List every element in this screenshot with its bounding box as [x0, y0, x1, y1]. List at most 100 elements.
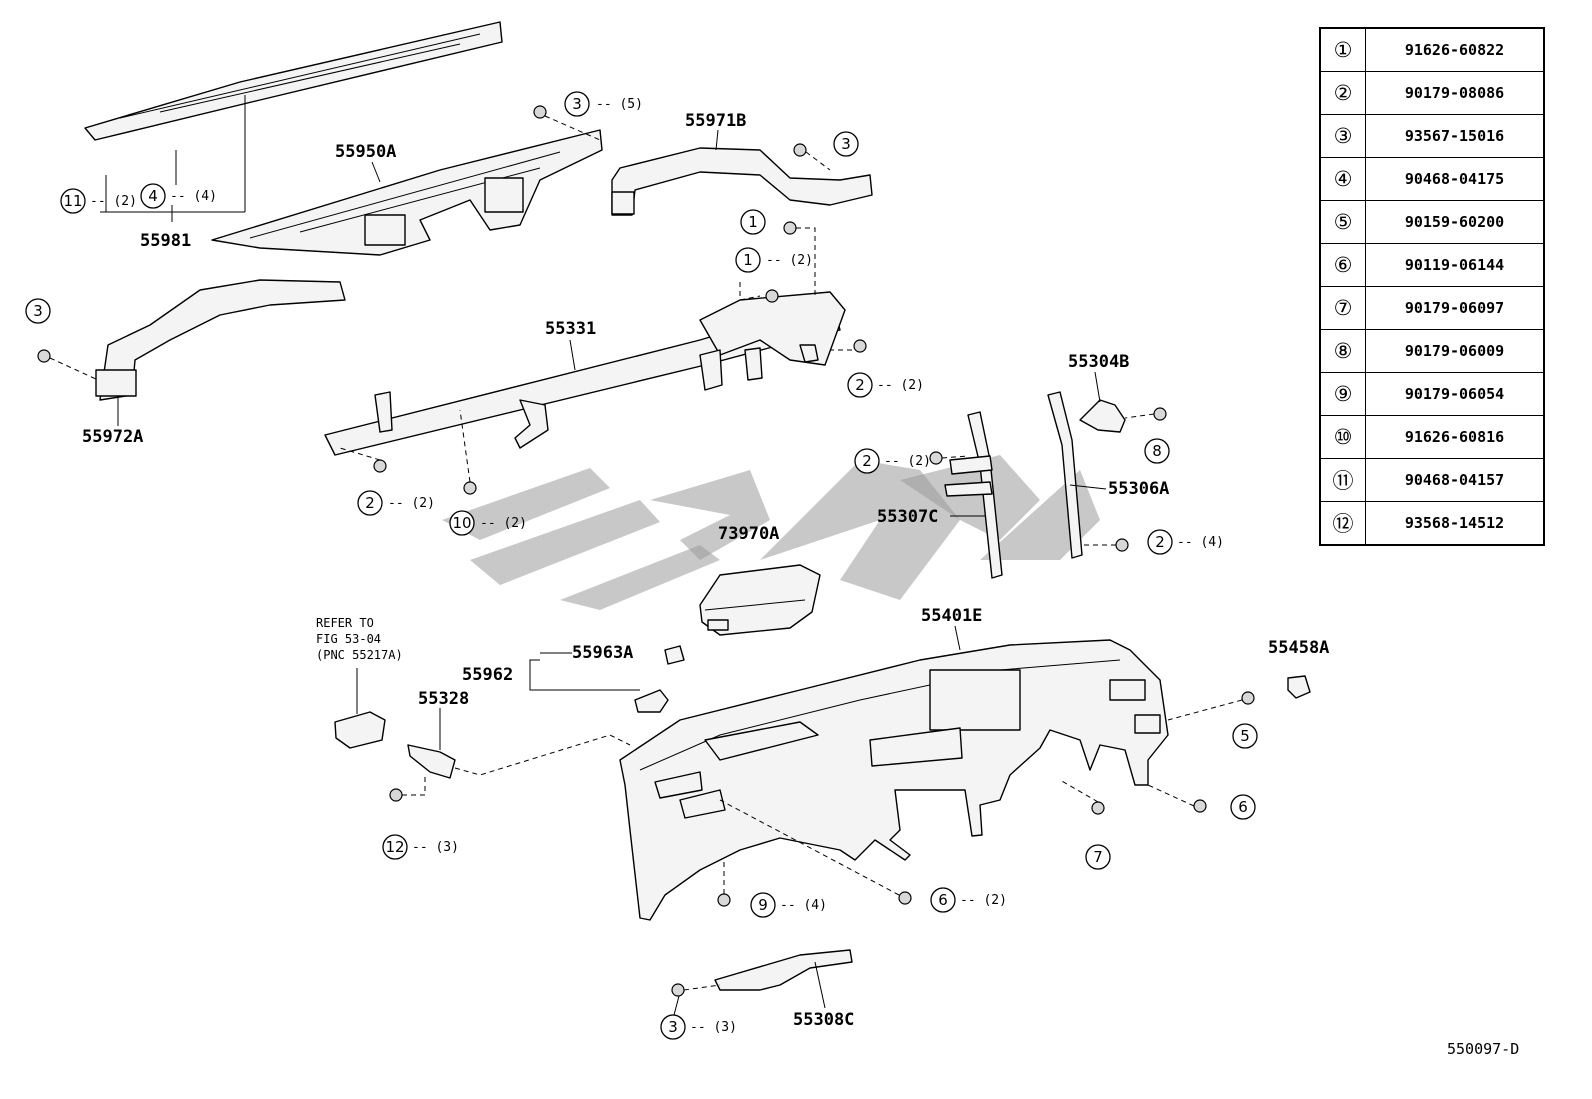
svg-text:12: 12: [385, 838, 404, 856]
label-55401E: 55401E: [921, 606, 982, 626]
parts-table-part-number: 90179-06009: [1365, 329, 1545, 373]
parts-table-part-number: 91626-60822: [1365, 27, 1545, 72]
part-55401E-instrument-panel: [619, 639, 1169, 921]
parts-table-part-number: 93567-15016: [1365, 114, 1545, 158]
parts-table-index: ⑪: [1319, 458, 1366, 502]
parts-table-part-number: 90179-08086: [1365, 71, 1545, 115]
label-55972A: 55972A: [82, 427, 143, 447]
svg-text:6: 6: [938, 891, 948, 909]
parts-table-index: ①: [1319, 27, 1366, 72]
part-55950A-heater-duct: [211, 129, 603, 256]
svg-text:-- (2): -- (2): [766, 253, 813, 268]
callout-2-55306A: 2 -- (4): [1147, 529, 1224, 555]
svg-text:3: 3: [572, 95, 582, 113]
label-55331: 55331: [545, 319, 596, 339]
part-labels: 55950A 55981 55971B 55972A 55331 55304B …: [82, 111, 1329, 1030]
parts-table-part-number: 90119-06144: [1365, 243, 1545, 287]
svg-text:2: 2: [1155, 533, 1165, 551]
part-55331-reinforcement-bar: [324, 291, 846, 456]
svg-text:2: 2: [862, 452, 872, 470]
refer-note-line2: FIG 53-04: [316, 632, 381, 646]
svg-text:1: 1: [748, 213, 758, 231]
part-55458A-clip: [1287, 675, 1311, 699]
label-55981: 55981: [140, 231, 191, 251]
parts-table-index: ④: [1319, 157, 1366, 201]
callout-2-55307C: 2 -- (2): [854, 448, 931, 474]
svg-text:8: 8: [1152, 442, 1162, 460]
part-55971B-side-duct: [611, 147, 873, 216]
callout-3-55971B: 3: [833, 131, 859, 157]
callout-4: 4-- (4): [140, 183, 217, 209]
parts-table-part-number: 93568-14512: [1365, 501, 1545, 546]
refer-note-line3: (PNC 55217A): [316, 648, 403, 662]
label-73970A: 73970A: [718, 524, 779, 544]
part-55328-bracket: [407, 708, 631, 779]
callout-2-bar-left: 2 -- (2): [357, 490, 435, 516]
label-55308C: 55308C: [793, 1010, 854, 1030]
part-55972A-side-duct: [95, 279, 346, 401]
svg-text:-- (3): -- (3): [412, 840, 459, 855]
leader-lines: [49, 115, 1243, 991]
svg-text:4: 4: [148, 187, 158, 205]
svg-text:2: 2: [365, 494, 375, 512]
label-55971B: 55971B: [685, 111, 746, 131]
callout-6-right: 6: [1230, 794, 1256, 820]
svg-text:2: 2: [855, 376, 865, 394]
figure-code: 550097-D: [1447, 1040, 1520, 1058]
callout-5: 5: [1232, 723, 1258, 749]
callout-8: 8: [1144, 438, 1170, 464]
callout-1-b: 1-- (2): [735, 247, 813, 273]
fasteners: [37, 105, 1255, 997]
parts-table-index: ②: [1319, 71, 1366, 115]
label-55307C: 55307C: [877, 507, 938, 527]
callout-1-a: 1: [740, 209, 766, 235]
svg-text:-- (2): -- (2): [480, 516, 527, 531]
label-55328: 55328: [418, 689, 469, 709]
part-55307C-brace: [944, 411, 1003, 579]
svg-text:3: 3: [33, 302, 43, 320]
part-73970A-airbag: [699, 564, 821, 636]
label-55963A: 55963A: [572, 643, 633, 663]
parts-table-index: ⑨: [1319, 372, 1366, 416]
callout-7: 7: [1085, 844, 1111, 870]
svg-text:7: 7: [1093, 848, 1103, 866]
svg-text:-- (2): -- (2): [884, 454, 931, 469]
svg-text:5: 5: [1240, 727, 1250, 745]
parts-table-part-number: 91626-60816: [1365, 415, 1545, 459]
label-55950A: 55950A: [335, 142, 396, 162]
callout-3-bottom: 3-- (3): [660, 1014, 737, 1040]
callout-9: 9-- (4): [750, 892, 827, 918]
parts-table-part-number: 90468-04175: [1365, 157, 1545, 201]
parts-table-part-number: 90159-60200: [1365, 200, 1545, 244]
parts-table-index: ⑫: [1319, 501, 1366, 546]
svg-text:11: 11: [63, 192, 82, 210]
refer-note: REFER TO FIG 53-04 (PNC 55217A): [316, 616, 403, 662]
label-55306A: 55306A: [1108, 479, 1169, 499]
part-55306A-brace: [1047, 391, 1126, 559]
svg-text:10: 10: [452, 514, 471, 532]
svg-text:-- (4): -- (4): [1177, 535, 1224, 550]
parts-table-index: ③: [1319, 114, 1366, 158]
refer-note-line1: REFER TO: [316, 616, 374, 630]
part-55217A-reference: [334, 668, 386, 749]
svg-text:-- (2): -- (2): [877, 378, 924, 393]
svg-text:3: 3: [841, 135, 851, 153]
part-55981-defroster-nozzle: [84, 21, 503, 222]
parts-table-part-number: 90468-04157: [1365, 458, 1545, 502]
part-55308C-bracket: [714, 949, 853, 1009]
svg-text:-- (2): -- (2): [388, 496, 435, 511]
svg-text:6: 6: [1238, 798, 1248, 816]
callouts: 3-- (5) 11-- (2) 4-- (4) 3 1 1-- (2) 3 2…: [25, 91, 1258, 1040]
